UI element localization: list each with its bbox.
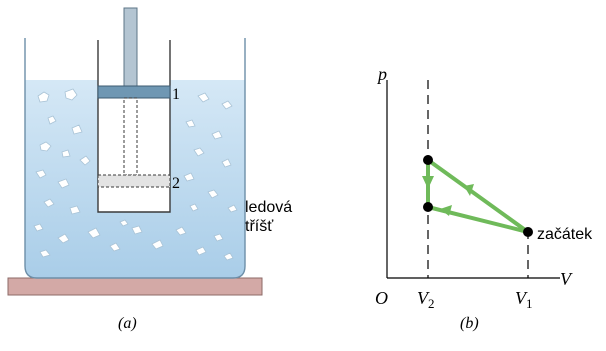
point-lower <box>423 202 433 212</box>
tick-v1-label: V1 <box>515 288 533 311</box>
piston-position-1 <box>97 85 171 99</box>
position-1-label: 1 <box>172 86 180 103</box>
caption-a: (a) <box>118 315 137 332</box>
floor-base <box>7 277 263 296</box>
cycle-path <box>426 158 530 234</box>
piston-position-2 <box>97 174 171 188</box>
origin-label: O <box>375 288 388 308</box>
arrow-to-left <box>440 205 452 216</box>
tick-v2-label: V2 <box>417 288 435 311</box>
ice-label-line2: tříšť <box>245 218 274 235</box>
caption-b: (b) <box>460 315 479 332</box>
axis-p-label: p <box>376 64 387 84</box>
start-label: začátek <box>537 226 593 243</box>
ice-chunks <box>33 88 238 261</box>
point-upper <box>423 155 433 165</box>
piston-rod <box>123 7 138 87</box>
ice-label-line1: ledová <box>245 199 292 216</box>
panel-a: 1 2 ledová tříšť (a) <box>7 7 292 332</box>
panel-b: p V O V2 V1 začátek (b) <box>375 64 593 332</box>
beaker <box>24 38 246 279</box>
arrow-up-left <box>464 184 474 196</box>
arrow-down <box>422 176 434 189</box>
point-start <box>523 227 533 237</box>
position-2-label: 2 <box>172 175 180 192</box>
axis-v-label: V <box>560 269 573 289</box>
